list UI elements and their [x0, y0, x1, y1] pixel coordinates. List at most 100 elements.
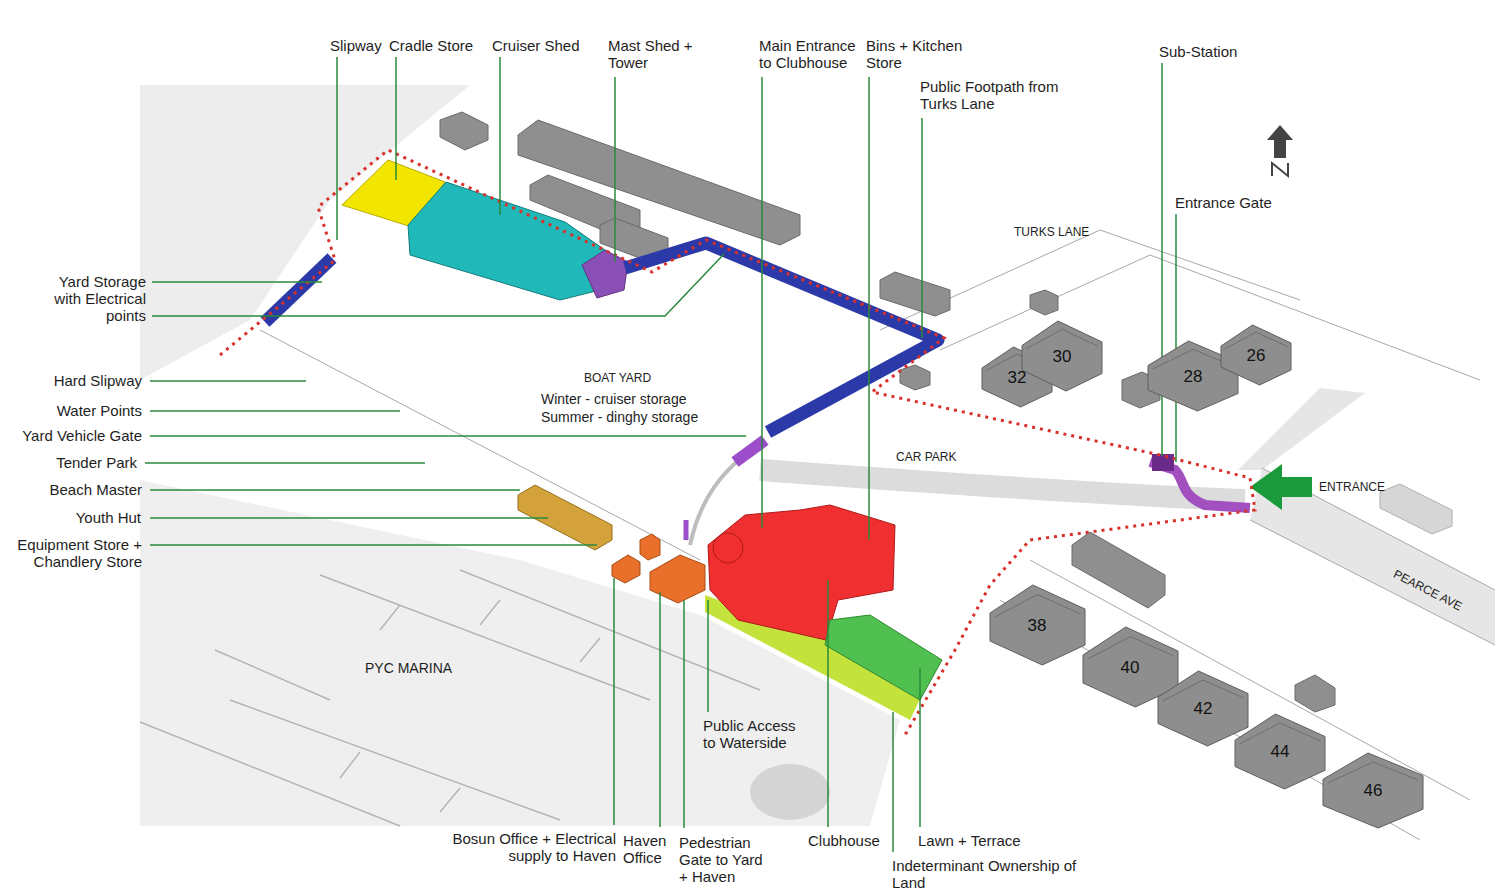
callout-label: Clubhouse	[808, 832, 880, 849]
leader-line	[150, 489, 520, 491]
house-ridge	[1026, 329, 1098, 349]
house-number: 26	[1247, 346, 1266, 365]
callout-label: Entrance Gate	[1175, 194, 1272, 211]
callout-label: Water Points	[57, 402, 142, 419]
house-number: 32	[1008, 368, 1027, 387]
callout-label: Lawn + Terrace	[918, 832, 1021, 849]
area-label: CAR PARK	[896, 449, 956, 465]
leader-line	[683, 600, 685, 828]
property-line	[880, 230, 1100, 330]
pontoon	[140, 722, 400, 826]
leader-line	[892, 712, 894, 852]
pontoon	[340, 752, 360, 778]
callout-label: Youth Hut	[76, 509, 141, 526]
house-block: 30	[1022, 321, 1102, 391]
north-glyph	[1272, 163, 1288, 176]
callout-label: Beach Master	[49, 481, 142, 498]
callout-label: Public Footpath from Turks Lane	[920, 78, 1066, 112]
leader-line	[150, 410, 400, 412]
street-label: PEARCE AVE	[1391, 566, 1465, 614]
house-roof	[1221, 325, 1291, 385]
house-block: 42	[1158, 671, 1248, 746]
callout-label: Sub-Station	[1159, 43, 1237, 60]
site-boundary	[220, 150, 1255, 735]
callout-label: Cradle Store	[389, 37, 473, 54]
building	[880, 272, 950, 316]
house-number: 28	[1184, 367, 1203, 386]
house-roof	[1022, 321, 1102, 391]
callout-label: Public Access to Waterside	[703, 717, 803, 751]
entrance-arrow	[1250, 464, 1312, 510]
house-number: 44	[1271, 742, 1290, 761]
sub-station	[1152, 454, 1174, 471]
leader-line	[1161, 63, 1163, 456]
bosun-office	[640, 534, 660, 560]
building	[1030, 290, 1058, 315]
pontoon	[480, 600, 500, 625]
leader-line	[395, 57, 397, 180]
roads	[690, 388, 1495, 645]
leader-lines	[145, 57, 1176, 852]
property-line	[260, 330, 700, 560]
leader-line	[761, 77, 763, 528]
callout-label: Main Entrance to Clubhouse	[759, 37, 863, 71]
leader-line	[336, 57, 338, 240]
leader-line	[868, 77, 870, 540]
entrance-label: ENTRANCE	[1319, 479, 1385, 495]
callout-label: Mast Shed + Tower	[608, 37, 700, 71]
callout-label: Slipway	[330, 37, 382, 54]
callout-label: Equipment Store + Chandlery Store	[8, 536, 142, 570]
leader-line	[152, 254, 724, 316]
haven-office	[650, 555, 705, 603]
area-note: Winter - cruiser storage	[541, 390, 686, 408]
house-number: 38	[1028, 616, 1047, 635]
yard-storage	[265, 258, 332, 322]
callout-label: Pedestrian Gate to Yard + Haven	[679, 834, 771, 885]
rock-outcrop	[750, 764, 830, 820]
callout-label: Cruiser Shed	[492, 37, 580, 54]
leader-line	[707, 600, 709, 712]
leader-line	[921, 118, 923, 338]
pedestrian-gate	[684, 520, 689, 540]
bosun-office	[612, 555, 640, 583]
house-number: 42	[1194, 699, 1213, 718]
callout-label: Indeterminant Ownership of Land	[892, 857, 1084, 891]
leader-line	[150, 380, 306, 382]
area-label: BOAT YARD	[584, 370, 651, 386]
pontoon	[230, 700, 560, 820]
callout-label: Haven Office	[623, 832, 673, 866]
leader-line	[150, 435, 746, 437]
marina-pontoons	[140, 570, 760, 826]
house-block: 26	[1221, 325, 1291, 385]
pontoon	[215, 650, 330, 700]
leader-line	[1175, 214, 1177, 462]
pontoon	[440, 788, 460, 812]
neighbour-buildings	[440, 112, 1452, 712]
house-block: 46	[1323, 753, 1423, 828]
north-arrow	[1267, 125, 1293, 158]
house-block: 38	[990, 585, 1085, 665]
pontoon	[380, 605, 400, 630]
building	[1380, 484, 1452, 534]
callout-label: Tender Park	[56, 454, 137, 471]
house-block: 44	[1235, 714, 1325, 789]
callout-label: Bosun Office + Electrical supply to Have…	[444, 830, 616, 864]
house-number: 30	[1053, 347, 1072, 366]
callout-label: Hard Slipway	[54, 372, 142, 389]
house-ridge	[1240, 723, 1321, 744]
house-roof	[1235, 714, 1325, 789]
mast-shed	[582, 250, 628, 298]
leader-line	[145, 462, 425, 464]
leader-line	[919, 668, 921, 827]
area-note: Summer - dinghy storage	[541, 408, 698, 426]
house-roof	[990, 585, 1085, 665]
club-buildings	[265, 160, 1312, 720]
leader-line	[614, 77, 616, 262]
house-roof	[1323, 753, 1423, 828]
house-ridge	[994, 595, 1080, 617]
yard-vehicle-gate	[735, 440, 765, 462]
property-line	[1100, 230, 1300, 300]
